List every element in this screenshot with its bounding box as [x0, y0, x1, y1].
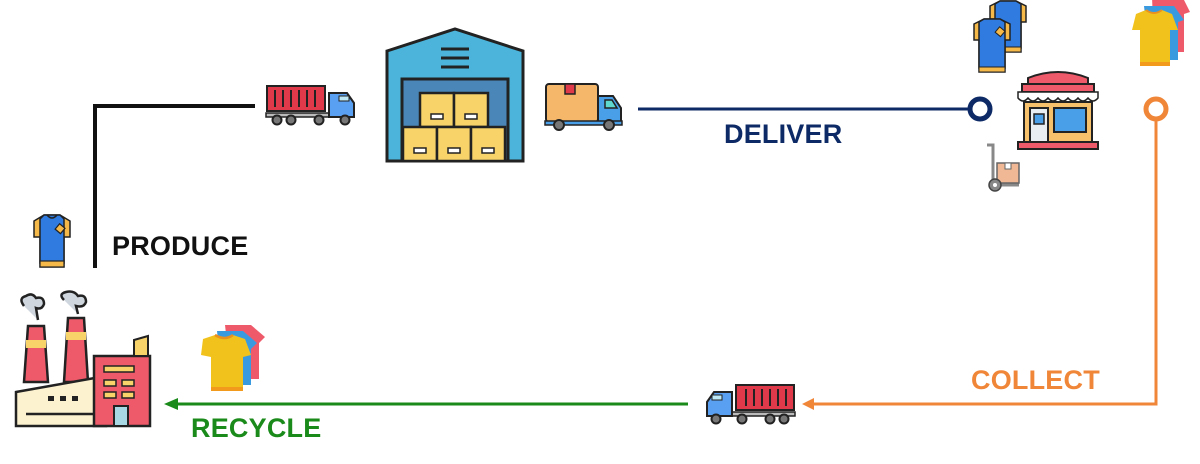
- colorful-tshirts-pile-icon: [201, 325, 265, 391]
- collect-line: [812, 120, 1158, 406]
- colorful-tshirts-icon: [1132, 0, 1190, 66]
- collect-arrowhead: [802, 398, 814, 410]
- recycle-arrowhead: [164, 398, 178, 410]
- recycle-label: RECYCLE: [191, 413, 322, 443]
- produce-label: PRODUCE: [112, 231, 249, 261]
- produce-line: [93, 104, 255, 268]
- collect-label: COLLECT: [971, 365, 1100, 395]
- deliver-label: DELIVER: [724, 119, 843, 149]
- hand-truck-icon: [987, 143, 1020, 192]
- store-icon: [1017, 71, 1099, 150]
- container-truck-icon: [265, 85, 355, 126]
- collect-start-node: [1143, 96, 1169, 122]
- factory-icon: [14, 290, 152, 428]
- stacked-blue-shirts-icon: [973, 0, 1027, 73]
- warehouse-icon: [385, 27, 525, 163]
- container-truck-reverse-icon: [706, 384, 796, 425]
- deliver-end-node: [967, 96, 993, 122]
- delivery-truck-icon: [544, 83, 623, 131]
- blue-shirt-icon: [33, 214, 71, 268]
